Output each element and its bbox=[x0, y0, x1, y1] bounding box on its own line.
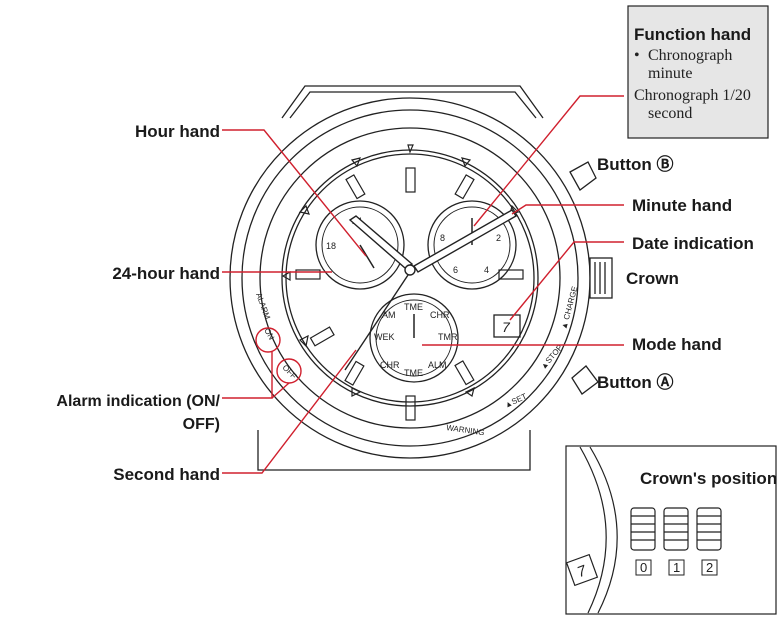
crown-position-1 bbox=[663, 507, 689, 551]
legend-line: second bbox=[648, 105, 692, 122]
watch-case bbox=[229, 85, 591, 471]
legend-line: minute bbox=[648, 65, 692, 82]
mode-label: AM bbox=[382, 310, 396, 320]
label-alarm-indication-cont: OFF) bbox=[183, 416, 220, 433]
mode-label: CHR bbox=[380, 360, 400, 370]
subdial-chrono-label: 8 bbox=[440, 233, 445, 243]
crown-position-title: Crown's position bbox=[640, 469, 777, 488]
bezel-off: OFF bbox=[281, 363, 299, 381]
date-value: 7 bbox=[502, 319, 511, 335]
crown-position-2 bbox=[696, 507, 722, 551]
label-date-indication: Date indication bbox=[632, 234, 754, 253]
button-a bbox=[571, 365, 599, 395]
date-window: 7 bbox=[493, 314, 521, 338]
subdial-chrono-label: 6 bbox=[453, 265, 458, 275]
label-alarm-indication: Alarm indication (ON/ bbox=[56, 393, 220, 410]
bezel-charge: ▲ CHARGE bbox=[559, 285, 579, 330]
callout-labels: Hour hand 24-hour hand Alarm indication … bbox=[56, 122, 753, 484]
main-hands bbox=[344, 209, 517, 371]
mode-label: TMR bbox=[438, 332, 458, 342]
button-b bbox=[569, 161, 597, 191]
mode-label: ALM bbox=[428, 360, 447, 370]
crown-position-0 bbox=[630, 507, 656, 551]
label-24-hour-hand: 24-hour hand bbox=[112, 264, 220, 283]
subdial-chronograph: 8 2 6 4 bbox=[427, 200, 517, 290]
crown bbox=[589, 257, 613, 299]
label-mode-hand: Mode hand bbox=[632, 335, 722, 354]
subdial-mode: TME CHR TMR ALM TME CHR WEK AM bbox=[369, 293, 459, 383]
position-number-1: 1 bbox=[673, 560, 680, 575]
crown-position-inset: 7 Crown's position 0 1 2 bbox=[565, 445, 777, 615]
label-minute-hand: Minute hand bbox=[632, 196, 732, 215]
position-box-0 bbox=[635, 559, 652, 576]
mode-label: TME bbox=[404, 368, 423, 378]
legend-bullet: • bbox=[634, 47, 640, 64]
leader-lines bbox=[222, 95, 624, 474]
subdial-24-label: 18 bbox=[326, 241, 336, 251]
position-number-0: 0 bbox=[640, 560, 647, 575]
legend-title: Function hand bbox=[634, 25, 751, 44]
subdial-chrono-label: 2 bbox=[496, 233, 501, 243]
mode-label: CHR bbox=[430, 310, 450, 320]
label-button-b: Button Ⓑ bbox=[597, 154, 673, 174]
mode-label: TME bbox=[404, 302, 423, 312]
legend-line: Chronograph 1/20 bbox=[634, 87, 751, 104]
label-second-hand: Second hand bbox=[113, 465, 220, 484]
position-number-2: 2 bbox=[706, 560, 713, 575]
label-crown: Crown bbox=[626, 269, 679, 288]
position-box-2 bbox=[701, 559, 718, 576]
label-hour-hand: Hour hand bbox=[135, 122, 220, 141]
label-button-a: Button Ⓐ bbox=[597, 372, 673, 392]
subdial-chrono-label: 4 bbox=[484, 265, 489, 275]
bezel-warning: WARNING bbox=[446, 423, 485, 437]
hour-markers bbox=[281, 144, 524, 421]
mode-label: WEK bbox=[374, 332, 395, 342]
legend-line: Chronograph bbox=[648, 47, 732, 64]
function-hand-legend: Function hand • Chronograph minute Chron… bbox=[627, 5, 769, 139]
bezel-set: ▲SET bbox=[503, 392, 528, 410]
position-box-1 bbox=[668, 559, 685, 576]
bezel-alarm: ALARM bbox=[254, 292, 272, 321]
